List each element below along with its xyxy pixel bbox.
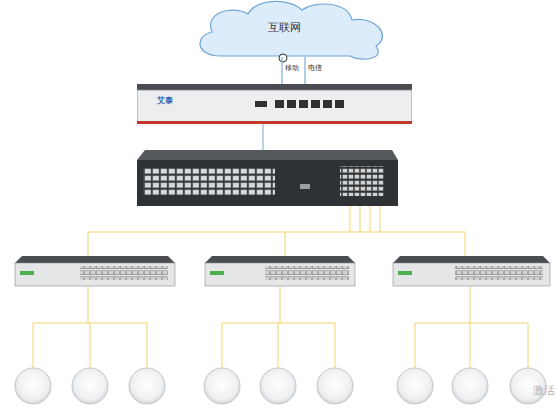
- internet-cloud: 互联网: [190, 0, 395, 63]
- ethernet-port: [299, 100, 308, 108]
- brand-label: 艾泰: [157, 95, 173, 106]
- isp-link: [281, 57, 282, 84]
- isp-label: 移动: [285, 63, 299, 73]
- watermark: 激活: [533, 383, 555, 398]
- router-body: [137, 84, 412, 124]
- ethernet-port: [287, 100, 296, 108]
- router-device: 艾泰: [137, 84, 412, 124]
- distribution-wire: [33, 206, 528, 368]
- ethernet-port: [335, 100, 344, 108]
- cloud-outline: [200, 1, 382, 59]
- router-top: [137, 84, 412, 90]
- ethernet-port: [311, 100, 320, 108]
- globe-icon: [279, 54, 287, 62]
- access-switch: [15, 256, 175, 286]
- access-switch: [393, 256, 550, 286]
- ethernet-port: [323, 100, 332, 108]
- cloud-label: 互联网: [268, 20, 301, 35]
- router-face: [137, 90, 412, 124]
- router-stripe: [137, 121, 412, 124]
- isp-label: 电信: [308, 63, 322, 73]
- ethernet-port: [275, 100, 284, 108]
- access-switch: [205, 256, 355, 286]
- uplink-wire: [262, 124, 263, 150]
- core-switch: [137, 150, 398, 206]
- isp-link: [304, 57, 305, 84]
- console-port: [255, 101, 267, 107]
- access-point: [15, 368, 546, 404]
